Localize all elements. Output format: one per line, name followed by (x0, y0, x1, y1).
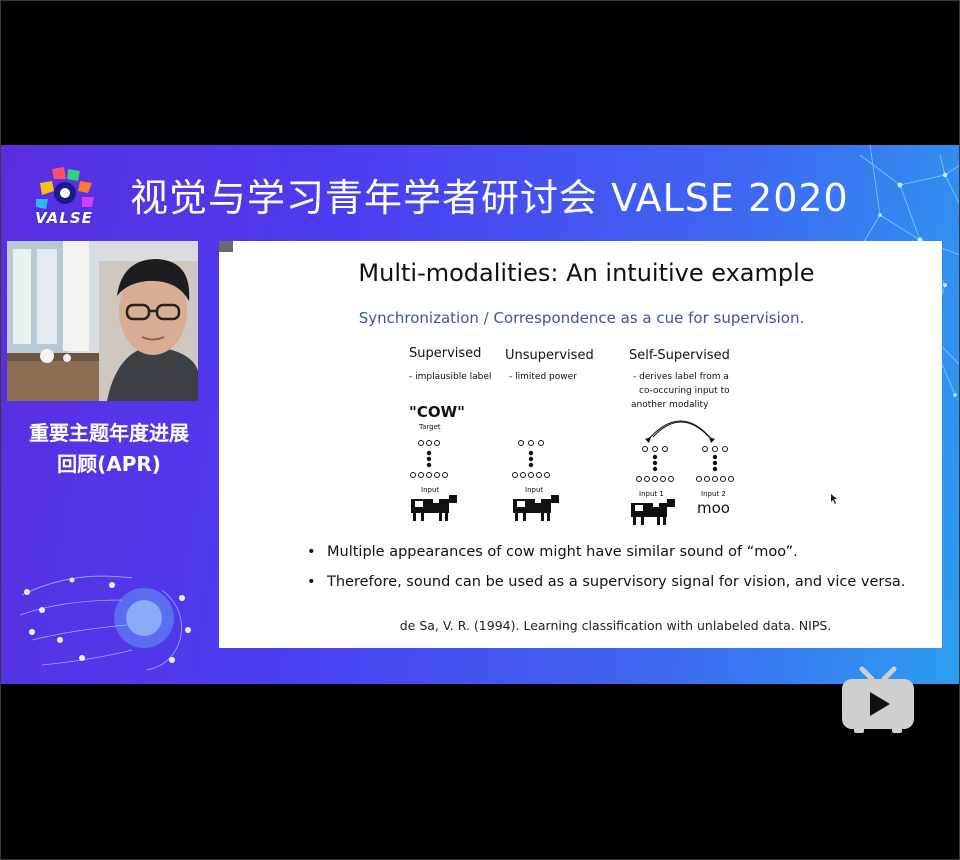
slide-subtitle: Synchronization / Correspondence as a cu… (358, 309, 805, 327)
slide-window-tag (219, 241, 233, 252)
input1-label: Input 1 (639, 490, 664, 498)
unsupervised-note: - limited power (509, 372, 577, 382)
speaker-photo (7, 241, 198, 401)
selfsup-note-1: - derives label from a (633, 372, 729, 382)
input-label-supervised: Input (421, 486, 439, 494)
brain-decoration (19, 575, 191, 671)
unsupervised-heading: Unsupervised (505, 348, 594, 363)
moo-label: moo (697, 499, 730, 517)
session-line-2: 回顾(APR) (57, 452, 161, 476)
selfsup-note-2: co-occuring input to (639, 386, 730, 396)
target-label: Target (418, 423, 441, 431)
supervised-heading: Supervised (409, 346, 481, 361)
cow-icon (631, 499, 675, 525)
input2-label: Input 2 (701, 490, 726, 498)
session-label: 重要主题年度进展 回顾(APR) (0, 418, 218, 480)
banner-title: 视觉与学习青年学者研讨会 VALSE 2020 (130, 176, 849, 220)
input-label-unsupervised: Input (525, 486, 543, 494)
mouse-cursor-icon (831, 494, 837, 504)
cow-moo-figure: Supervised - implausible label Unsupervi… (409, 346, 734, 525)
logo-text: VALSE (35, 209, 93, 227)
selfsup-note-3: another modality (631, 400, 709, 410)
bilibili-tv-icon[interactable] (840, 665, 916, 735)
cow-icon (513, 495, 559, 521)
slide-citation: de Sa, V. R. (1994). Learning classifica… (399, 618, 832, 633)
bullet-1: Multiple appearances of cow might have s… (307, 544, 905, 560)
valse-logo-icon (36, 167, 94, 209)
cow-icon (411, 495, 457, 521)
slide-bullets: Multiple appearances of cow might have s… (307, 544, 905, 604)
presentation-slide: Multi-modalities: An intuitive example S… (219, 241, 942, 648)
session-line-1: 重要主题年度进展 (29, 421, 189, 445)
cow-label: "COW" (409, 403, 465, 421)
speaker-webcam (7, 241, 198, 401)
selfsup-heading: Self-Supervised (629, 348, 730, 363)
slide-title: Multi-modalities: An intuitive example (358, 259, 815, 287)
supervised-note: - implausible label (409, 372, 491, 382)
bullet-2: Therefore, sound can be used as a superv… (307, 574, 905, 590)
